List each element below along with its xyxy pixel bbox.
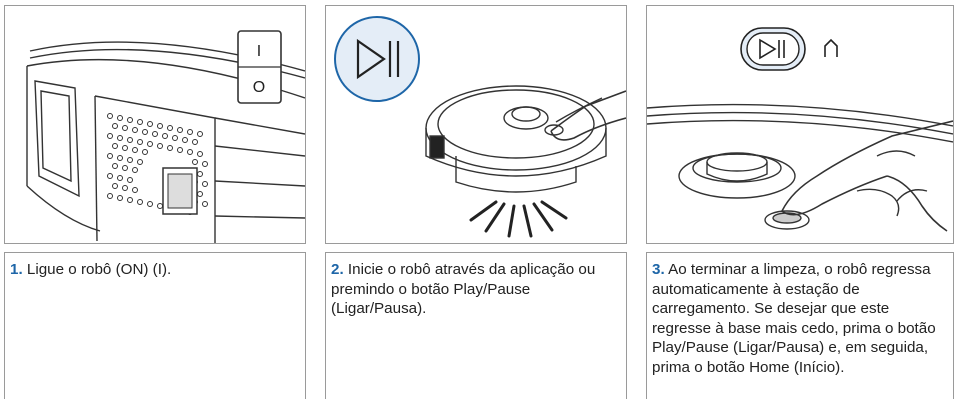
- power-switch-callout: I O: [237, 30, 282, 104]
- step-description: Ligue o robô (ON) (I).: [26, 261, 172, 278]
- step-3-illustration: [646, 5, 954, 244]
- step-2-cell: 2. Inicie o robô através da aplicação ou…: [325, 252, 627, 399]
- play-pause-icon: [759, 38, 785, 60]
- robot-switch: [162, 167, 198, 215]
- step-number: 1.: [10, 261, 23, 278]
- motion-lines: [469, 200, 568, 238]
- step-description: Inicie o robô através da aplicação ou pr…: [331, 261, 596, 318]
- switch-off-symbol: O: [253, 79, 265, 96]
- robot-power-switch-drawing: I O: [26, 30, 305, 243]
- step-number: 2.: [331, 261, 344, 278]
- step-1-text: 1. Ligue o robô (ON) (I).: [10, 260, 299, 280]
- switch-on-symbol: I: [257, 43, 261, 60]
- home-icon: [824, 38, 838, 57]
- step-description: Ao terminar a limpeza, o robô regressa a…: [652, 261, 936, 376]
- step-2-illustration: [325, 5, 627, 244]
- step-1-illustration: I O: [4, 5, 306, 244]
- step-3-cell: 3. Ao terminar a limpeza, o robô regress…: [646, 252, 954, 399]
- step-number: 3.: [652, 261, 665, 278]
- step-1-cell: 1. Ligue o robô (ON) (I).: [4, 252, 306, 399]
- step-2-text: 2. Inicie o robô através da aplicação ou…: [331, 260, 620, 319]
- robot-top-drawing: [647, 103, 953, 232]
- step-3-text: 3. Ao terminar a limpeza, o robô regress…: [652, 260, 947, 378]
- robot-vacuum-drawing: [425, 85, 626, 193]
- button-callout: [740, 27, 838, 71]
- play-pause-icon: [334, 16, 420, 102]
